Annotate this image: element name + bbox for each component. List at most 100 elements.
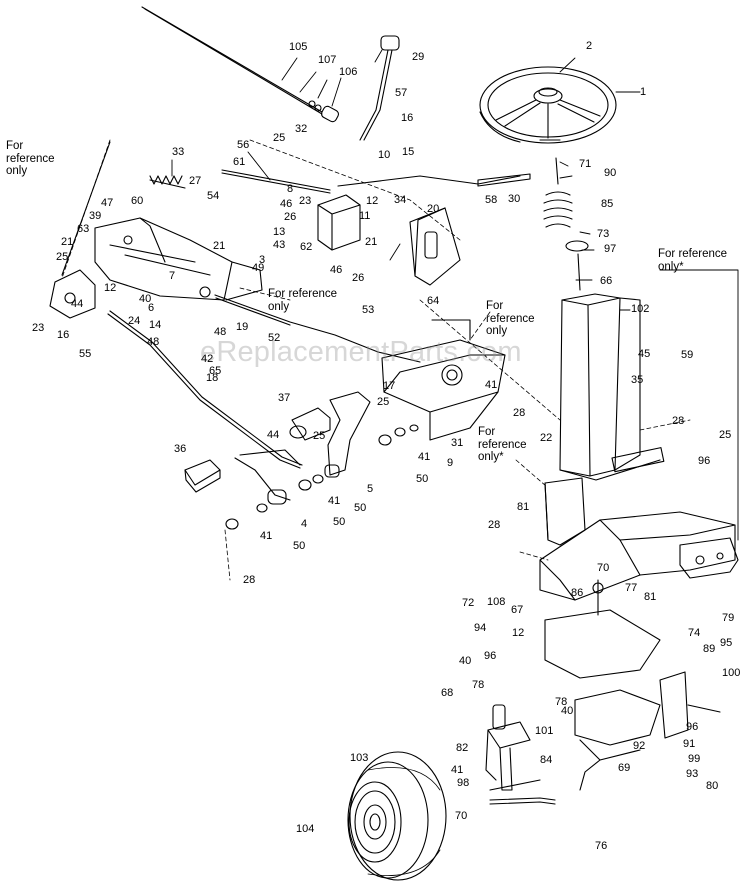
part-number-callout: 98 bbox=[457, 777, 470, 789]
part-number-callout: 53 bbox=[362, 304, 375, 316]
steering-wheel-drawing bbox=[479, 66, 617, 144]
part-number-callout: 15 bbox=[402, 146, 415, 158]
part-number-callout: 42 bbox=[201, 353, 214, 365]
steering-gear-plate-drawing bbox=[544, 579, 661, 761]
part-number-callout: 65 bbox=[209, 365, 222, 377]
part-number-callout: 19 bbox=[236, 321, 249, 333]
part-number-callout: 28 bbox=[513, 407, 526, 419]
washers-bushings-drawing bbox=[225, 424, 419, 530]
part-number-callout: 54 bbox=[207, 190, 220, 202]
part-number-callout: 32 bbox=[295, 123, 308, 135]
part-number-callout: 108 bbox=[487, 596, 506, 608]
part-number-callout: 46 bbox=[330, 264, 343, 276]
part-number-callout: 71 bbox=[579, 158, 592, 170]
part-number-callout: 28 bbox=[488, 519, 501, 531]
part-number-callout: 25 bbox=[313, 430, 326, 442]
part-number-callout: 84 bbox=[540, 754, 553, 766]
watermark-text: eReplacementParts.com bbox=[200, 336, 522, 368]
block-62-drawing bbox=[317, 194, 361, 251]
reference-dashed-lines bbox=[61, 139, 691, 581]
part-number-callout: 107 bbox=[318, 54, 337, 66]
part-number-callout: 10 bbox=[378, 149, 391, 161]
part-number-callout: 44 bbox=[267, 429, 280, 441]
part-number-callout: 46 bbox=[280, 198, 293, 210]
leader-lines bbox=[171, 49, 739, 541]
part-number-callout: 96 bbox=[484, 650, 497, 662]
part-number-callout: 64 bbox=[427, 295, 440, 307]
part-number-callout: 63 bbox=[77, 223, 90, 235]
part-number-callout: 50 bbox=[416, 473, 429, 485]
part-number-callout: 50 bbox=[293, 540, 306, 552]
front-axle-frame-drawing bbox=[539, 477, 739, 601]
part-number-callout: 67 bbox=[511, 604, 524, 616]
part-number-callout: 80 bbox=[706, 780, 719, 792]
part-number-callout: 97 bbox=[604, 243, 617, 255]
throttle-lever-drawing bbox=[359, 35, 400, 141]
part-number-callout: 21 bbox=[61, 236, 74, 248]
tie-rod-drawing bbox=[489, 759, 601, 805]
part-number-callout: 79 bbox=[722, 612, 735, 624]
part-number-callout: 26 bbox=[284, 211, 297, 223]
part-number-callout: 82 bbox=[456, 742, 469, 754]
part-number-callout: 12 bbox=[366, 195, 379, 207]
part-number-callout: 13 bbox=[273, 226, 286, 238]
part-number-callout: 29 bbox=[412, 51, 425, 63]
part-number-callout: 68 bbox=[441, 687, 454, 699]
part-number-callout: 41 bbox=[260, 530, 273, 542]
part-number-callout: 11 bbox=[359, 210, 371, 222]
part-number-callout: 78 bbox=[472, 679, 485, 691]
part-number-callout: 103 bbox=[350, 752, 369, 764]
part-number-callout: 7 bbox=[169, 270, 176, 282]
part-number-callout: 26 bbox=[352, 272, 365, 284]
part-number-callout: 62 bbox=[300, 241, 313, 253]
pedal-drawing bbox=[184, 391, 371, 501]
part-number-callout: 30 bbox=[508, 193, 521, 205]
reference-note-center-left: For reference only bbox=[268, 288, 338, 313]
part-number-callout: 61 bbox=[233, 156, 246, 168]
part-number-callout: 24 bbox=[128, 315, 141, 327]
front-wheel-drawing bbox=[347, 751, 447, 881]
part-number-callout: 40 bbox=[561, 705, 574, 717]
part-number-callout: 50 bbox=[333, 516, 346, 528]
part-number-callout: 21 bbox=[365, 236, 378, 248]
part-number-callout: 16 bbox=[57, 329, 70, 341]
part-number-callout: 101 bbox=[535, 725, 554, 737]
spindle-drawing bbox=[485, 704, 541, 791]
part-number-callout: 91 bbox=[683, 738, 696, 750]
left-bracket-drawing bbox=[94, 217, 263, 301]
part-number-callout: 22 bbox=[540, 432, 553, 444]
part-number-callout: 8 bbox=[287, 183, 294, 195]
long-rod-55-drawing bbox=[107, 310, 303, 469]
part-number-callout: 66 bbox=[600, 275, 613, 287]
part-number-callout: 58 bbox=[485, 194, 498, 206]
spring-and-rod-drawing bbox=[149, 169, 531, 194]
part-number-callout: 4 bbox=[301, 518, 308, 530]
part-number-callout: 27 bbox=[189, 175, 202, 187]
reference-note-right: For reference only* bbox=[658, 248, 728, 273]
part-number-callout: 70 bbox=[455, 810, 468, 822]
part-number-callout: 35 bbox=[631, 374, 644, 386]
part-number-callout: 50 bbox=[354, 502, 367, 514]
part-number-callout: 48 bbox=[214, 326, 227, 338]
part-number-callout: 34 bbox=[394, 194, 407, 206]
part-number-callout: 17 bbox=[383, 380, 396, 392]
part-number-callout: 90 bbox=[604, 167, 617, 179]
steering-column-drawing bbox=[543, 157, 665, 481]
part-number-callout: 20 bbox=[427, 203, 440, 215]
part-number-callout: 86 bbox=[571, 587, 584, 599]
part-number-callout: 49 bbox=[252, 262, 265, 274]
part-number-callout: 39 bbox=[89, 210, 102, 222]
part-number-callout: 99 bbox=[688, 753, 701, 765]
part-number-callout: 59 bbox=[681, 349, 694, 361]
part-number-callout: 76 bbox=[595, 840, 608, 852]
part-number-callout: 31 bbox=[451, 437, 464, 449]
part-number-callout: 25 bbox=[377, 396, 390, 408]
part-number-callout: 5 bbox=[367, 483, 374, 495]
part-number-callout: 14 bbox=[149, 319, 162, 331]
part-number-callout: 85 bbox=[601, 198, 614, 210]
part-number-callout: 41 bbox=[485, 379, 498, 391]
part-number-callout: 21 bbox=[213, 240, 226, 252]
part-number-callout: 74 bbox=[688, 627, 701, 639]
part-number-callout: 18 bbox=[206, 372, 219, 384]
